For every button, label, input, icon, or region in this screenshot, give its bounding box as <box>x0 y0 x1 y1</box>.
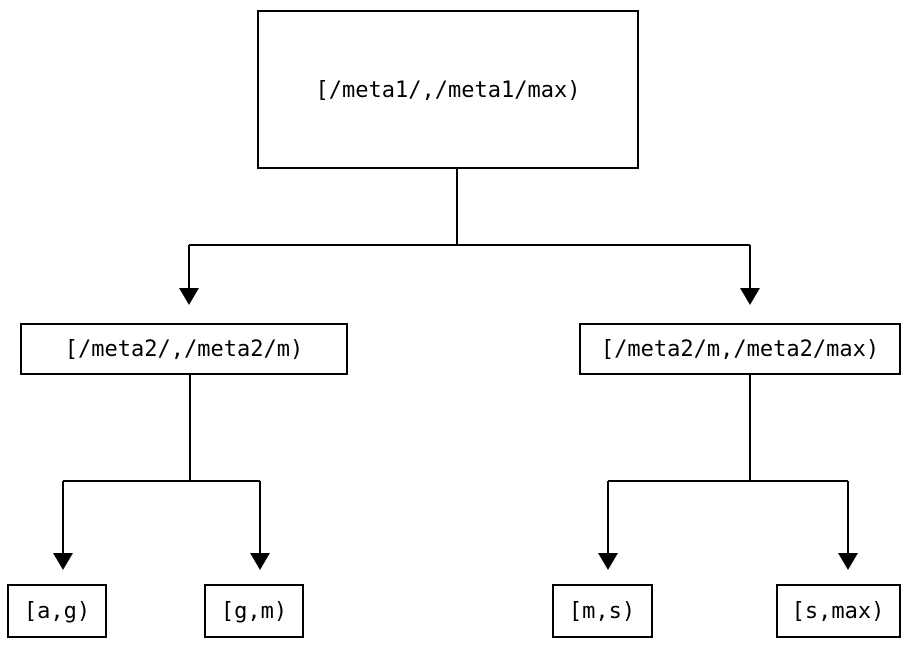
node-mid-right-box[interactable] <box>579 323 901 375</box>
node-leaf-2-label: [g,m) <box>221 599 287 624</box>
node-mid-right-label: [/meta2/m,/meta2/max) <box>601 337 879 362</box>
arrowhead-mid-right-to-leaf3 <box>598 553 618 570</box>
node-leaf-4-label: [s,max) <box>792 599 885 624</box>
node-leaf-2-box[interactable] <box>204 584 304 638</box>
node-mid-right[interactable]: [/meta2/m,/meta2/max) <box>579 323 901 375</box>
node-root-box[interactable] <box>257 10 639 169</box>
node-leaf-1[interactable]: [a,g) <box>7 584 107 638</box>
edge-mid-right-to-leaves <box>598 374 858 570</box>
node-leaf-3[interactable]: [m,s) <box>552 584 653 638</box>
node-leaf-4-box[interactable] <box>776 584 901 638</box>
node-leaf-2[interactable]: [g,m) <box>204 584 304 638</box>
node-leaf-1-label: [a,g) <box>24 599 90 624</box>
arrowhead-mid-right-to-leaf4 <box>838 553 858 570</box>
node-mid-left[interactable]: [/meta2/,/meta2/m) <box>20 323 348 375</box>
node-leaf-3-label: [m,s) <box>569 599 635 624</box>
node-mid-left-box[interactable] <box>20 323 348 375</box>
edge-mid-left-to-leaves <box>53 374 270 570</box>
edge-root-to-level1 <box>179 168 760 305</box>
node-leaf-4[interactable]: [s,max) <box>776 584 901 638</box>
node-leaf-1-box[interactable] <box>7 584 107 638</box>
node-mid-left-label: [/meta2/,/meta2/m) <box>65 337 303 362</box>
node-leaf-3-box[interactable] <box>552 584 653 638</box>
node-root-label: [/meta1/,/meta1/max) <box>316 78 581 103</box>
arrowhead-root-to-mid-left <box>179 288 199 305</box>
arrowhead-mid-left-to-leaf1 <box>53 553 73 570</box>
arrowhead-mid-left-to-leaf2 <box>250 553 270 570</box>
arrowhead-root-to-mid-right <box>740 288 760 305</box>
node-root[interactable]: [/meta1/,/meta1/max) <box>257 10 639 169</box>
